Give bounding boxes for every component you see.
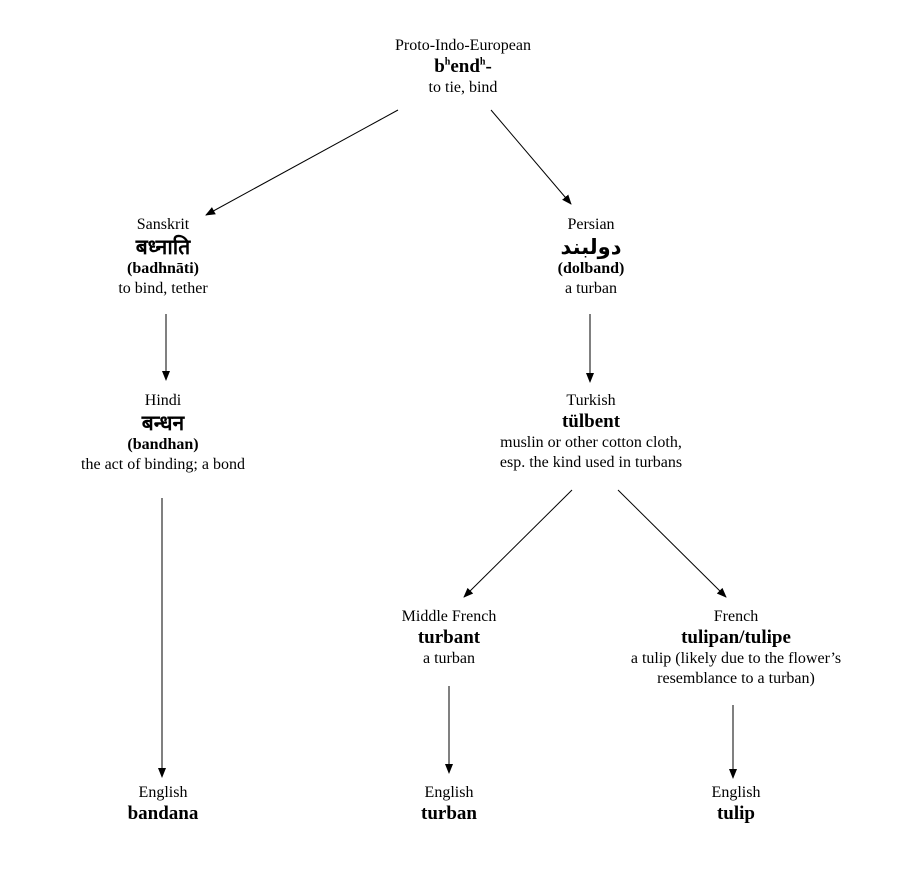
- native-script-word: बन्धन: [141, 411, 185, 435]
- node-english-tulip: English tulip: [712, 783, 761, 825]
- word: bandana: [127, 803, 199, 824]
- gloss-line-2: esp. the kind used in turbans: [499, 454, 683, 471]
- word: tülbent: [561, 411, 621, 432]
- gloss: to tie, bind: [428, 79, 498, 96]
- word: tulipan/tulipe: [681, 627, 791, 648]
- native-script-word: बध्नाति: [135, 235, 191, 259]
- root-aspiration-1: h: [444, 56, 451, 68]
- language-label: French: [713, 608, 759, 625]
- word: tulip: [716, 803, 756, 824]
- node-english-turban: English turban: [421, 783, 477, 825]
- node-middle-french: Middle French turbant a turban: [402, 607, 497, 669]
- root-part-2: end: [450, 56, 480, 77]
- node-english-bandana: English bandana: [128, 783, 199, 825]
- node-hindi: Hindi बन्धन (bandhan) the act of binding…: [81, 391, 245, 475]
- root-part-1: b: [434, 56, 445, 77]
- node-sanskrit: Sanskrit बध्नाति (badhnāti) to bind, tet…: [118, 215, 207, 299]
- language-label: Middle French: [401, 608, 497, 625]
- transliteration: (badhnāti): [126, 260, 200, 277]
- language-label: Hindi: [144, 392, 182, 409]
- root-word: bhendh-: [395, 56, 531, 78]
- root-aspiration-2: h: [479, 56, 486, 68]
- node-proto-indo-european: Proto-Indo-European bhendh- to tie, bind: [395, 36, 531, 98]
- word: turbant: [417, 627, 481, 648]
- language-label: Proto-Indo-European: [395, 37, 531, 54]
- language-label: English: [424, 784, 474, 801]
- node-persian: Persian دولبند (dolband) a turban: [558, 215, 625, 299]
- arrow-pie-to-persian: [490, 109, 572, 205]
- language-label: English: [711, 784, 761, 801]
- arrow-turkish-to-french: [617, 489, 727, 598]
- native-script-word: دولبند: [560, 235, 622, 259]
- root-suffix: -: [485, 56, 492, 77]
- gloss: muslin or other cotton cloth, esp. the k…: [500, 433, 682, 473]
- transliteration: (bandhan): [127, 436, 199, 453]
- transliteration: (dolband): [557, 260, 625, 277]
- node-french: French tulipan/tulipe a tulip (likely du…: [631, 607, 841, 689]
- gloss: a turban: [565, 280, 617, 297]
- arrow-pie-to-sanskrit: [205, 109, 399, 216]
- language-label: Turkish: [566, 392, 616, 409]
- gloss: to bind, tether: [118, 280, 208, 297]
- gloss-line-1: muslin or other cotton cloth,: [500, 434, 682, 451]
- arrow-turkish-to-middle-french: [463, 489, 573, 598]
- gloss: the act of binding; a bond: [81, 456, 245, 473]
- gloss-line-1: a tulip (likely due to the flower’s: [630, 650, 842, 667]
- gloss-line-2: resemblance to a turban): [657, 670, 815, 687]
- language-label: Persian: [567, 216, 615, 233]
- gloss: a tulip (likely due to the flower’s rese…: [631, 649, 841, 689]
- word: turban: [421, 803, 477, 824]
- node-turkish: Turkish tülbent muslin or other cotton c…: [500, 391, 682, 473]
- language-label: English: [138, 784, 188, 801]
- language-label: Sanskrit: [136, 216, 190, 233]
- gloss: a turban: [423, 650, 475, 667]
